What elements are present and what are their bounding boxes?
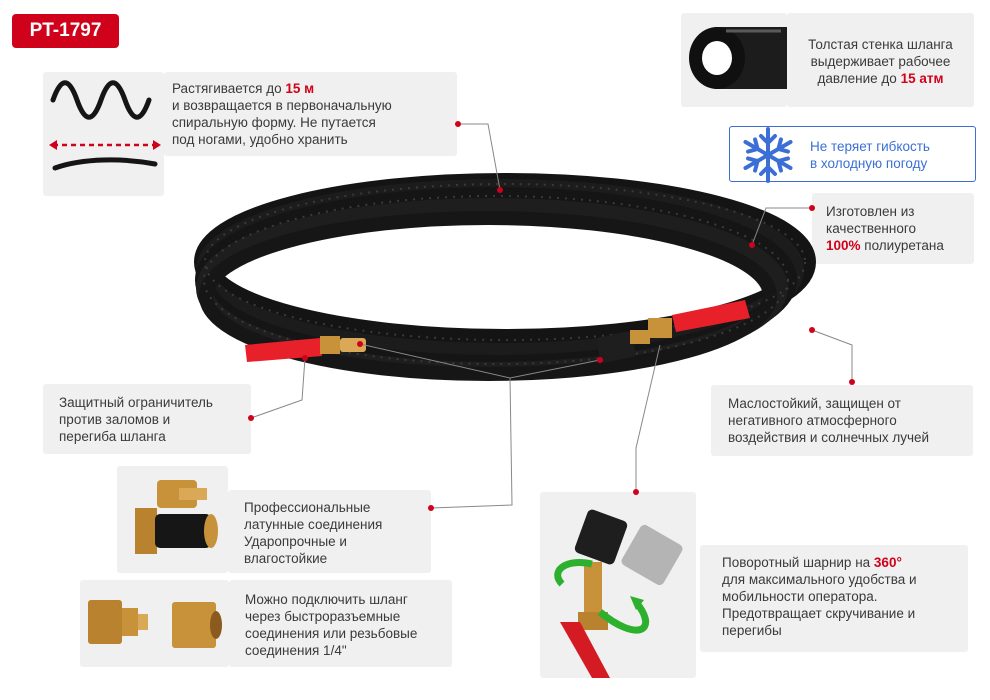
stretch-icon-card xyxy=(43,72,164,196)
oil-feature-text: Маслостойкий, защищен от негативного атм… xyxy=(728,395,929,446)
brass-text-line: Профессиональные xyxy=(244,500,371,515)
brass-fittings-icon xyxy=(135,480,218,554)
wall-text-line: выдерживает рабочее xyxy=(810,54,951,69)
protector-text-line: против заломов и xyxy=(59,412,171,427)
marker-dot xyxy=(455,121,461,127)
swivel-image-card xyxy=(540,492,696,678)
wall-pressure-value: 15 атм xyxy=(900,71,944,86)
protector-text-line: перегиба шланга xyxy=(59,429,166,444)
swivel-text-line: перегибы xyxy=(722,623,782,638)
cold-text-line: в холодную погоду xyxy=(810,156,928,171)
marker-dot xyxy=(597,357,603,363)
swivel-joint-icon xyxy=(554,509,683,678)
marker-dot xyxy=(633,489,639,495)
protector-text-line: Защитный ограничитель xyxy=(59,395,213,410)
stretch-text-intro: Растягивается до xyxy=(172,81,286,96)
brass-text-line: влагостойкие xyxy=(244,551,328,566)
swivel-angle-value: 360° xyxy=(873,555,902,570)
brass-text-line: Ударопрочные и xyxy=(244,534,347,549)
marker-dot xyxy=(849,379,855,385)
connect-text-line: через быстроразъемные xyxy=(245,609,401,624)
wall-text-intro: давление до xyxy=(817,71,901,86)
brass-fittings-image-card xyxy=(117,466,228,573)
marker-dot xyxy=(357,341,363,347)
stretch-feature-card xyxy=(164,72,457,156)
wall-feature-card xyxy=(787,13,974,107)
marker-dot xyxy=(428,505,434,511)
stretch-feature-text: Растягивается до 15 м и возвращается в п… xyxy=(172,80,392,148)
wall-text-line: Толстая стенка шланга xyxy=(808,37,953,52)
connect-text-line: соединения 1/4" xyxy=(245,643,347,658)
connect-text-line: соединения или резьбовые xyxy=(245,626,418,641)
stretch-text-line: и возвращается в первоначальную xyxy=(172,98,392,113)
snowflake-icon xyxy=(743,127,793,183)
oil-text-line: Маслостойкий, защищен от xyxy=(728,396,901,411)
stretch-text-line: спиральную форму. Не путается xyxy=(172,115,376,130)
right-hose-end xyxy=(596,300,750,363)
product-code-badge: PT-1797 xyxy=(12,14,119,48)
connect-text-line: Можно подключить шланг xyxy=(245,592,408,607)
connect-feature-text: Можно подключить шланг через быстроразъе… xyxy=(245,591,417,659)
leader-lines xyxy=(250,123,853,509)
marker-dot xyxy=(809,205,815,211)
oil-text-line: негативного атмосферного xyxy=(728,413,897,428)
swivel-feature-text: Поворотный шарнир на 360° для максимальн… xyxy=(722,554,917,639)
cold-feature-text: Не теряет гибкость в холодную погоду xyxy=(810,138,930,172)
swivel-text-line: мобильности оператора. xyxy=(722,589,878,604)
material-text-end: полиуретана xyxy=(860,238,944,253)
material-feature-card xyxy=(812,193,974,264)
brass-feature-text: Профессиональные латунные соединения Уда… xyxy=(244,499,382,567)
threaded-fittings-image-card xyxy=(80,580,229,667)
swivel-text-line: Предотвращает скручивание и xyxy=(722,606,916,621)
hose-section-card xyxy=(681,13,787,107)
material-text-line: качественного xyxy=(826,221,916,236)
protector-feature-card xyxy=(43,384,251,454)
brass-feature-card xyxy=(228,490,431,573)
material-feature-text: Изготовлен из качественного 100% полиуре… xyxy=(826,203,944,254)
marker-dot xyxy=(809,327,815,333)
marker-dot xyxy=(497,187,503,193)
cold-feature-card: Не теряет гибкость в холодную погоду xyxy=(729,126,976,183)
coil-spring-icon xyxy=(49,80,161,171)
marker-dot xyxy=(749,242,755,248)
connect-feature-card xyxy=(229,580,452,667)
swivel-text-line: для максимального удобства и xyxy=(722,572,917,587)
marker-dot xyxy=(248,415,254,421)
swivel-feature-card xyxy=(700,545,968,652)
swivel-text-intro: Поворотный шарнир на xyxy=(722,555,874,570)
wall-feature-text: Толстая стенка шланга выдерживает рабоче… xyxy=(787,36,974,87)
material-text-line: Изготовлен из xyxy=(826,204,915,219)
oil-feature-card xyxy=(711,385,973,456)
cold-text-line: Не теряет гибкость xyxy=(810,139,930,154)
oil-text-line: воздействия и солнечных лучей xyxy=(728,430,930,445)
hose-section-icon xyxy=(689,27,787,89)
threaded-fittings-icon xyxy=(88,600,222,648)
protector-feature-text: Защитный ограничитель против заломов и п… xyxy=(59,394,213,445)
marker-dot xyxy=(302,355,308,361)
brass-text-line: латунные соединения xyxy=(244,517,383,532)
stretch-text-line: под ногами, удобно хранить xyxy=(172,132,348,147)
stretch-length-value: 15 м xyxy=(285,81,315,96)
hose-coil xyxy=(194,173,816,381)
material-percent-value: 100% xyxy=(826,238,861,253)
